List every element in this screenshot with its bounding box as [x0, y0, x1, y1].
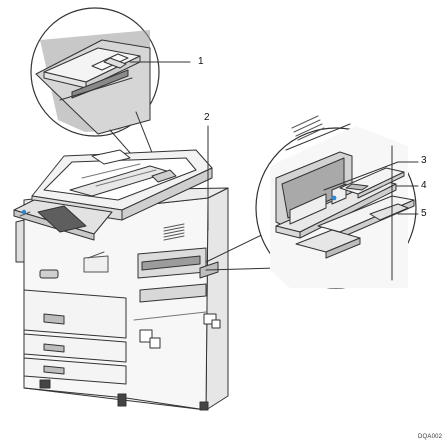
- callout-label-4: 4: [421, 180, 427, 191]
- callout-leaders: [129, 61, 419, 231]
- leader-3: [323, 161, 419, 191]
- top-magnifier: [30, 7, 160, 137]
- callout-label-5: 5: [421, 208, 427, 219]
- figure-code: DQA002: [418, 434, 443, 440]
- magnifier-pointer-4: [205, 267, 277, 271]
- callout-label-1: 1: [198, 56, 204, 67]
- right-magnifier: [255, 115, 417, 289]
- callout-label-2: 2: [204, 112, 210, 123]
- copier-body: [13, 149, 229, 411]
- callout-label-3: 3: [421, 155, 427, 166]
